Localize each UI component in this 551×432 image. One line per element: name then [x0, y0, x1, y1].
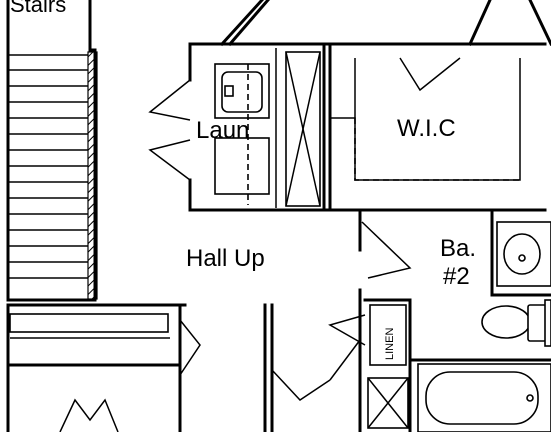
upper-walls: [219, 0, 551, 47]
label-stairs: Stairs: [10, 0, 66, 17]
dryer: [214, 137, 270, 195]
label-linen: LINEN: [384, 328, 396, 360]
sink-bowl: [503, 233, 541, 275]
lower-closet-shelf: [9, 313, 169, 333]
label-wic: W.I.C: [397, 115, 456, 142]
bathroom: [328, 208, 551, 432]
label-bath-line2: #2: [443, 263, 470, 290]
linen-closet: [369, 304, 407, 366]
laundry-room: [148, 42, 547, 212]
stairs: [6, 0, 98, 302]
stair-treads: [8, 69, 88, 279]
toilet: [481, 299, 551, 347]
label-bath-line1: Ba.: [440, 235, 476, 262]
hall-lower: [6, 303, 361, 432]
label-laundry: Laun: [196, 117, 249, 144]
walk-in-closet: [328, 57, 547, 212]
stair-handrail: [87, 51, 98, 300]
label-hall: Hall Up: [186, 245, 265, 272]
